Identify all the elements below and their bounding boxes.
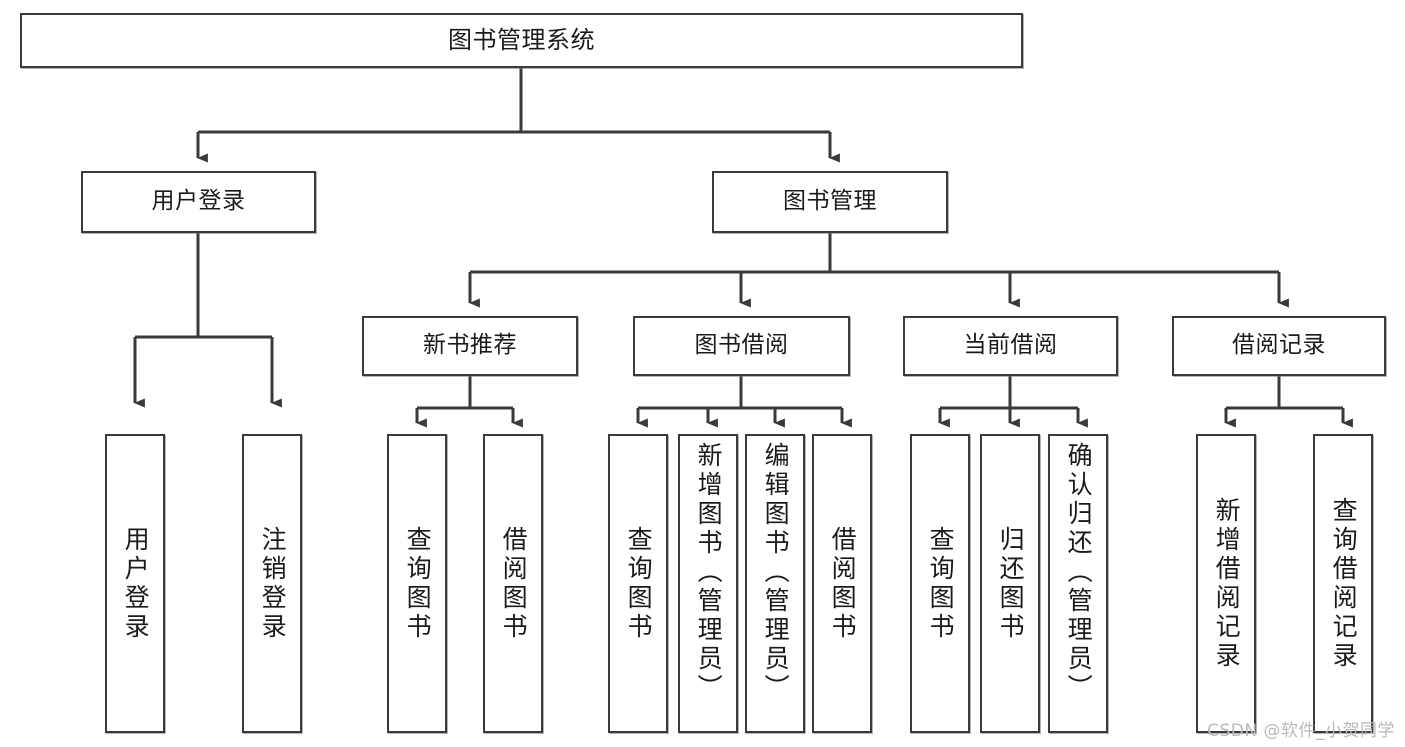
node-root-system[interactable]: 图书管理系统	[20, 13, 1023, 68]
node-label: 借阅图书	[828, 525, 858, 642]
node-book-management[interactable]: 图书管理	[712, 171, 948, 233]
leaf-add-borrow-record[interactable]: 新增借阅记录	[1196, 434, 1256, 733]
node-borrow-record[interactable]: 借阅记录	[1172, 316, 1386, 376]
leaf-return-book[interactable]: 归还图书	[980, 434, 1040, 733]
leaf-user-login[interactable]: 用户登录	[105, 434, 165, 733]
node-new-book-recommend[interactable]: 新书推荐	[362, 316, 578, 376]
node-label: 查询图书	[624, 525, 654, 642]
node-label: 借阅图书	[499, 525, 529, 642]
node-label: 新增图书（管理员）	[694, 442, 724, 703]
node-label: 确认归还（管理员）	[1064, 442, 1094, 703]
node-label: 查询借阅记录	[1329, 496, 1359, 671]
node-label: 查询图书	[403, 525, 433, 642]
leaf-confirm-return[interactable]: 确认归还（管理员）	[1048, 434, 1108, 733]
leaf-query-book-current[interactable]: 查询图书	[910, 434, 970, 733]
leaf-add-book[interactable]: 新增图书（管理员）	[678, 434, 738, 733]
node-label: 用户登录	[121, 525, 151, 642]
node-label: 图书借阅	[694, 332, 789, 359]
leaf-logout[interactable]: 注销登录	[242, 434, 302, 733]
node-label: 注销登录	[258, 525, 288, 642]
node-user-login[interactable]: 用户登录	[81, 171, 316, 233]
node-label: 当前借阅	[963, 332, 1058, 359]
node-label: 图书管理	[783, 188, 877, 215]
node-current-borrow[interactable]: 当前借阅	[903, 316, 1118, 376]
node-book-borrow[interactable]: 图书借阅	[633, 316, 850, 376]
watermark: CSDN @软件_小贺同学	[1207, 721, 1395, 741]
leaf-edit-book[interactable]: 编辑图书（管理员）	[745, 434, 805, 733]
leaf-query-borrow-record[interactable]: 查询借阅记录	[1313, 434, 1373, 733]
node-label: 借阅记录	[1232, 332, 1326, 359]
node-label: 图书管理系统	[448, 26, 595, 55]
node-label: 用户登录	[151, 188, 246, 215]
node-label: 编辑图书（管理员）	[761, 442, 791, 703]
leaf-borrow-book[interactable]: 借阅图书	[812, 434, 872, 733]
leaf-query-book-recommend[interactable]: 查询图书	[387, 434, 447, 733]
node-label: 查询图书	[926, 525, 956, 642]
node-label: 新增借阅记录	[1212, 496, 1242, 671]
node-label: 新书推荐	[423, 332, 517, 359]
leaf-query-book-borrow[interactable]: 查询图书	[608, 434, 668, 733]
node-label: 归还图书	[996, 525, 1026, 642]
leaf-borrow-book-recommend[interactable]: 借阅图书	[483, 434, 543, 733]
